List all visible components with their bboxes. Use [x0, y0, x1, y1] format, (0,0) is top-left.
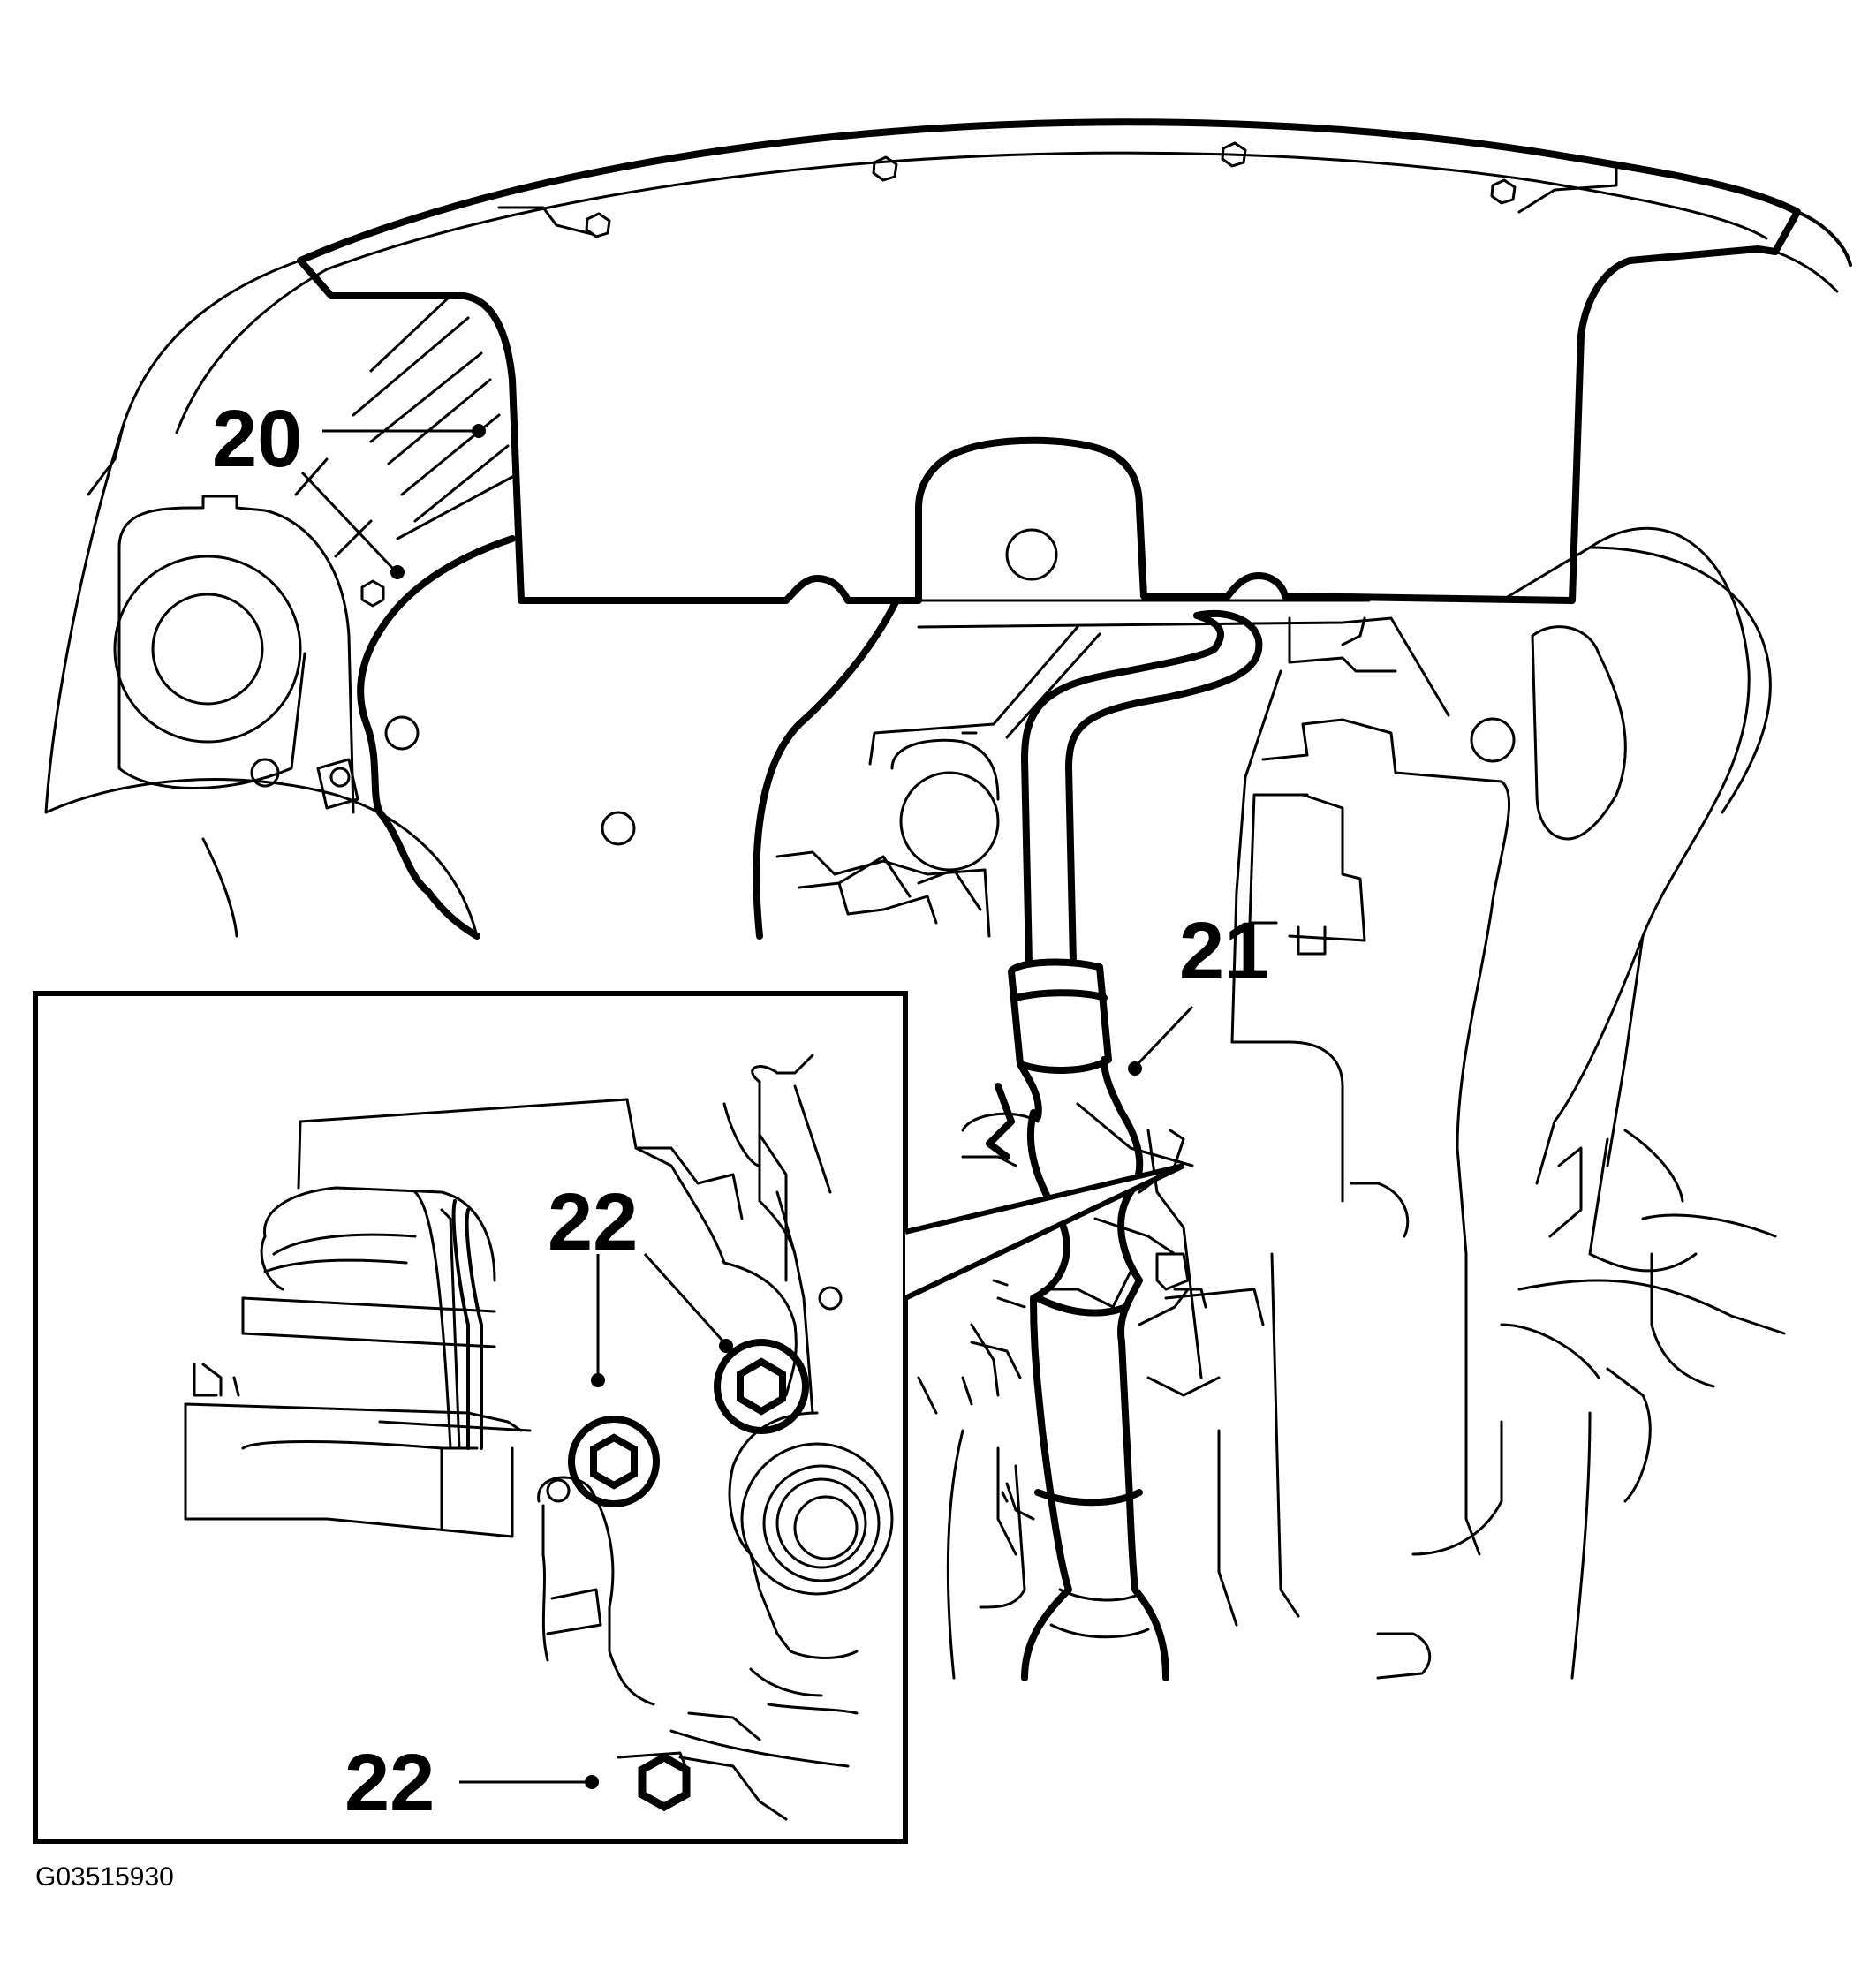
- engine-subframe: [384, 526, 1786, 1680]
- detail-inset: [33, 991, 1185, 1844]
- coolant-hose: [961, 609, 1263, 1681]
- left-wheel-hub: [44, 294, 516, 940]
- engine-splash-shield: [297, 141, 1779, 604]
- callout-22-upper: 22: [548, 1177, 638, 1267]
- callout-22-lower: 22: [344, 1738, 435, 1828]
- callout-leaders: [300, 424, 1194, 1789]
- figure-id: G03515930: [35, 1862, 174, 1892]
- callout-20: 20: [212, 394, 302, 484]
- callout-21: 21: [1179, 906, 1269, 996]
